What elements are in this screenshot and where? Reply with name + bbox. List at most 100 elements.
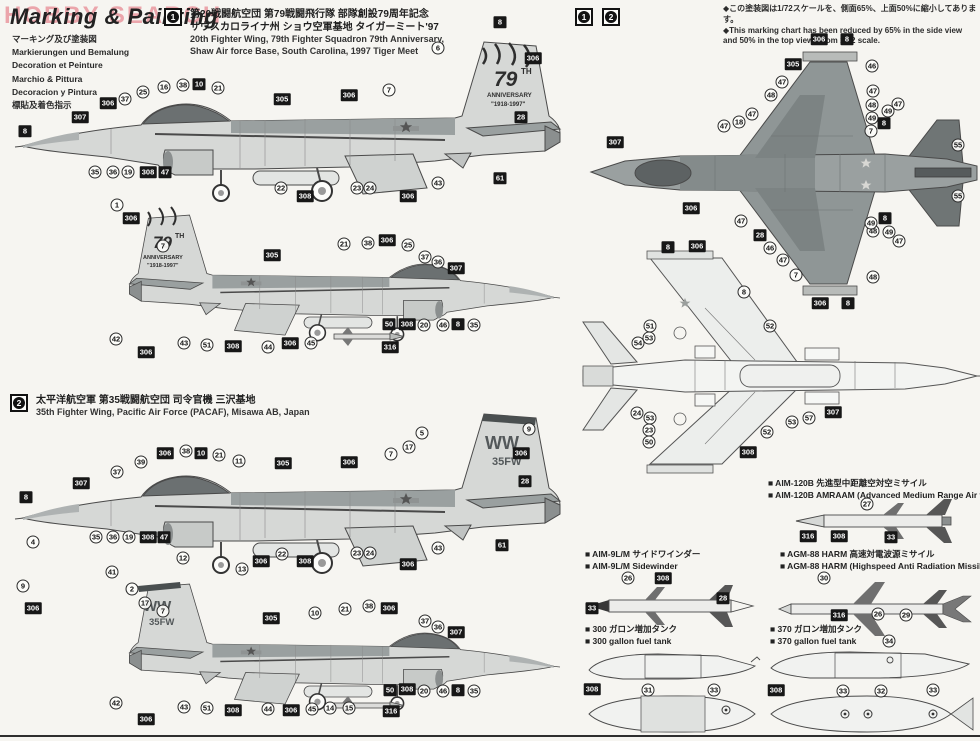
- callout-circle-49: 49: [864, 216, 878, 230]
- callout-circle-7: 7: [382, 83, 396, 97]
- callout-circle-51: 51: [200, 701, 214, 715]
- section-1-badge: 1: [164, 8, 182, 26]
- callout-circle-37: 37: [110, 465, 124, 479]
- callout-box-308: 308: [296, 190, 314, 202]
- callout-box-47: 47: [157, 531, 171, 543]
- view-badge-2-number: 2: [605, 11, 617, 23]
- callout-circle-33: 33: [926, 683, 940, 697]
- harm-fin-tail-dn: [923, 614, 947, 628]
- star-left: [860, 158, 872, 168]
- callout-box-316: 316: [381, 341, 399, 353]
- callout-box-61: 61: [495, 539, 509, 551]
- callout-circle-10: 10: [308, 606, 322, 620]
- scale-note-jp: ◆この塗装図は1/72スケールを、側面65%、上面50%に縮小してあります。: [723, 4, 977, 24]
- tank370-side: [770, 651, 971, 679]
- callout-circle-48: 48: [764, 88, 778, 102]
- callout-box-307: 307: [447, 626, 465, 638]
- sidewinder-canard-up: [645, 587, 665, 600]
- stab-upper: [582, 321, 639, 365]
- callout-box-306: 306: [122, 212, 140, 224]
- callout-circle-36: 36: [431, 255, 445, 269]
- callout-circle-46: 46: [763, 241, 777, 255]
- callout-circle-42: 42: [109, 696, 123, 710]
- callout-box-33: 33: [585, 602, 599, 614]
- callout-box-306: 306: [399, 558, 417, 570]
- section-2-badge: 2: [10, 394, 28, 412]
- callout-box-306: 306: [281, 337, 299, 349]
- view-badge-1: 1: [575, 8, 593, 26]
- callout-box-308: 308: [830, 530, 848, 542]
- underwing-missile: [333, 327, 405, 346]
- callout-circle-18: 18: [732, 115, 746, 129]
- callout-box-308: 308: [654, 572, 672, 584]
- harm-jp: ■ AGM-88 HARM 高速対電波源ミサイル: [780, 549, 935, 559]
- section-2-heading: 太平洋航空軍 第35戦闘航空団 司令官機 三沢基地 35th Fighter W…: [36, 394, 310, 419]
- tank370-roundel-1: [840, 709, 850, 719]
- callout-circle-37: 37: [418, 614, 432, 628]
- callout-circle-35: 35: [89, 530, 103, 544]
- tank300-band: [644, 654, 702, 679]
- callout-box-306: 306: [512, 447, 530, 459]
- callout-circle-50: 50: [642, 435, 656, 449]
- callout-circle-49: 49: [881, 104, 895, 118]
- callout-circle-35: 35: [88, 165, 102, 179]
- callout-box-307: 307: [447, 262, 465, 274]
- callout-circle-2: 2: [125, 582, 139, 596]
- harm-header: ■ AGM-88 HARM 高速対電波源ミサイル ■ AGM-88 HARM (…: [780, 549, 980, 573]
- callout-circle-23: 23: [350, 546, 364, 560]
- callout-circle-25: 25: [136, 85, 150, 99]
- callout-circle-42: 42: [109, 332, 123, 346]
- callout-box-308: 308: [739, 446, 757, 458]
- tank370-en: ■ 370 gallon fuel tank: [770, 635, 857, 646]
- callout-circle-36: 36: [431, 620, 445, 634]
- callout-box-8: 8: [451, 684, 465, 696]
- tail-th: TH: [521, 67, 532, 76]
- wing-detail-circle-2: [673, 412, 687, 426]
- top-plan-view: [589, 51, 978, 296]
- callout-box-10: 10: [192, 78, 206, 90]
- tank300-en: ■ 300 gallon fuel tank: [585, 635, 672, 646]
- tank300-jp: ■ 300 ガロン増加タンク: [585, 624, 678, 634]
- translation-fr: Decoration et Peinture: [12, 60, 103, 71]
- amraam-nozzle: [941, 516, 952, 526]
- camo-patch-wingR: [755, 188, 825, 251]
- section-1-en-line1: 20th Fighter Wing, 79th Fighter Squadron…: [190, 34, 444, 44]
- callout-circle-45: 45: [304, 336, 318, 350]
- callout-box-306: 306: [378, 234, 396, 246]
- sidewinder-jp: ■ AIM-9L/M サイドワインダー: [585, 549, 701, 559]
- tail-unit: 35FW: [492, 456, 522, 468]
- amraam-en: ■ AIM-120B AMRAAM (Advanced Medium Range…: [768, 489, 980, 500]
- callout-box-8: 8: [661, 241, 675, 253]
- callout-circle-43: 43: [431, 541, 445, 555]
- callout-box-307: 307: [72, 477, 90, 489]
- callout-circle-19: 19: [121, 165, 135, 179]
- amraam-fin-tail-dn: [926, 527, 952, 543]
- callout-box-306: 306: [688, 240, 706, 252]
- callout-circle-21: 21: [212, 448, 226, 462]
- callout-circle-46: 46: [436, 684, 450, 698]
- callout-circle-53: 53: [785, 415, 799, 429]
- callout-box-305: 305: [263, 249, 281, 261]
- callout-circle-6: 6: [431, 41, 445, 55]
- tank300-side: [588, 653, 757, 680]
- callout-box-307: 307: [824, 406, 842, 418]
- section-2-badge-number: 2: [13, 397, 25, 409]
- callout-circle-14: 14: [323, 701, 337, 715]
- tail-anniversary: ANNIVERSARY: [143, 255, 183, 261]
- callout-box-305: 305: [262, 612, 280, 624]
- callout-circle-47: 47: [891, 97, 905, 111]
- callout-circle-47: 47: [734, 214, 748, 228]
- callout-circle-11: 11: [232, 454, 246, 468]
- callout-box-33: 33: [884, 531, 898, 543]
- translation-jp: マーキング及び塗装図: [12, 34, 97, 44]
- callout-box-28: 28: [716, 592, 730, 604]
- tank300-roundel-dot: [724, 708, 728, 712]
- callout-circle-7: 7: [156, 239, 170, 253]
- callout-circle-5: 5: [415, 426, 429, 440]
- callout-circle-52: 52: [763, 319, 777, 333]
- callout-box-305: 305: [273, 93, 291, 105]
- callout-circle-47: 47: [892, 234, 906, 248]
- callout-box-8: 8: [877, 117, 891, 129]
- hobby-search-watermark: HOBBY SEARCH: [4, 2, 223, 29]
